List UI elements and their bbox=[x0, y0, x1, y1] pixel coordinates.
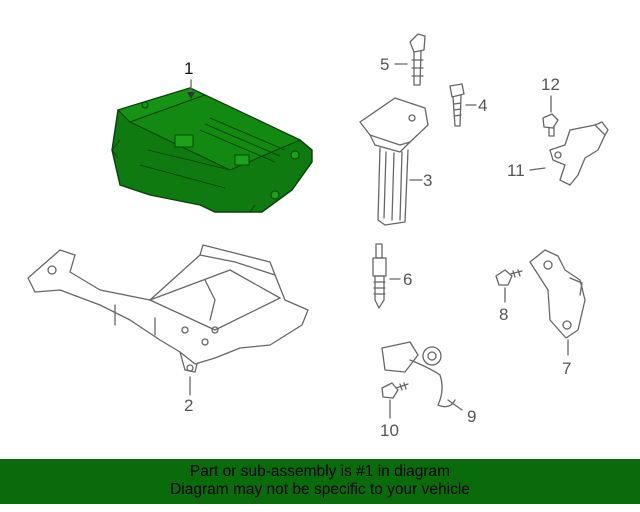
part-10-bolt[interactable] bbox=[381, 382, 409, 399]
callout-8[interactable]: 8 bbox=[499, 305, 509, 324]
callout-1[interactable]: 1 bbox=[184, 59, 194, 78]
part-4-bolt[interactable] bbox=[449, 83, 465, 127]
part-2-bracket[interactable] bbox=[27, 244, 309, 373]
part-3-ignition-coil[interactable] bbox=[359, 97, 429, 226]
callout-5[interactable]: 5 bbox=[380, 55, 390, 74]
leader-9 bbox=[447, 399, 463, 411]
part-8-bolt[interactable] bbox=[495, 269, 523, 286]
arrow-1-icon bbox=[187, 92, 195, 99]
callout-9[interactable]: 9 bbox=[467, 407, 477, 426]
part-5-stud[interactable] bbox=[409, 33, 426, 86]
leader-11 bbox=[529, 167, 546, 171]
banner-line-1: Part or sub-assembly is #1 in diagram bbox=[189, 463, 451, 480]
part-12-bolt[interactable] bbox=[542, 113, 559, 137]
callout-10[interactable]: 10 bbox=[380, 421, 399, 440]
part-6-spark-plug[interactable] bbox=[372, 243, 387, 309]
part-1-ecm-module[interactable] bbox=[111, 87, 313, 213]
callout-4[interactable]: 4 bbox=[478, 96, 488, 115]
callout-12[interactable]: 12 bbox=[541, 75, 560, 94]
banner-line-2: Diagram may not be specific to your vehi… bbox=[170, 481, 470, 498]
callout-11[interactable]: 11 bbox=[507, 161, 525, 180]
callout-7[interactable]: 7 bbox=[562, 359, 572, 378]
part-11-cam-sensor[interactable] bbox=[549, 121, 609, 186]
info-banner: Part or sub-assembly is #1 in diagram Di… bbox=[0, 459, 640, 504]
part-9-harness[interactable] bbox=[381, 341, 456, 408]
callout-6[interactable]: 6 bbox=[403, 270, 413, 289]
callout-3[interactable]: 3 bbox=[423, 171, 433, 190]
part-7-sensor[interactable] bbox=[529, 249, 586, 339]
callout-2[interactable]: 2 bbox=[184, 396, 194, 415]
